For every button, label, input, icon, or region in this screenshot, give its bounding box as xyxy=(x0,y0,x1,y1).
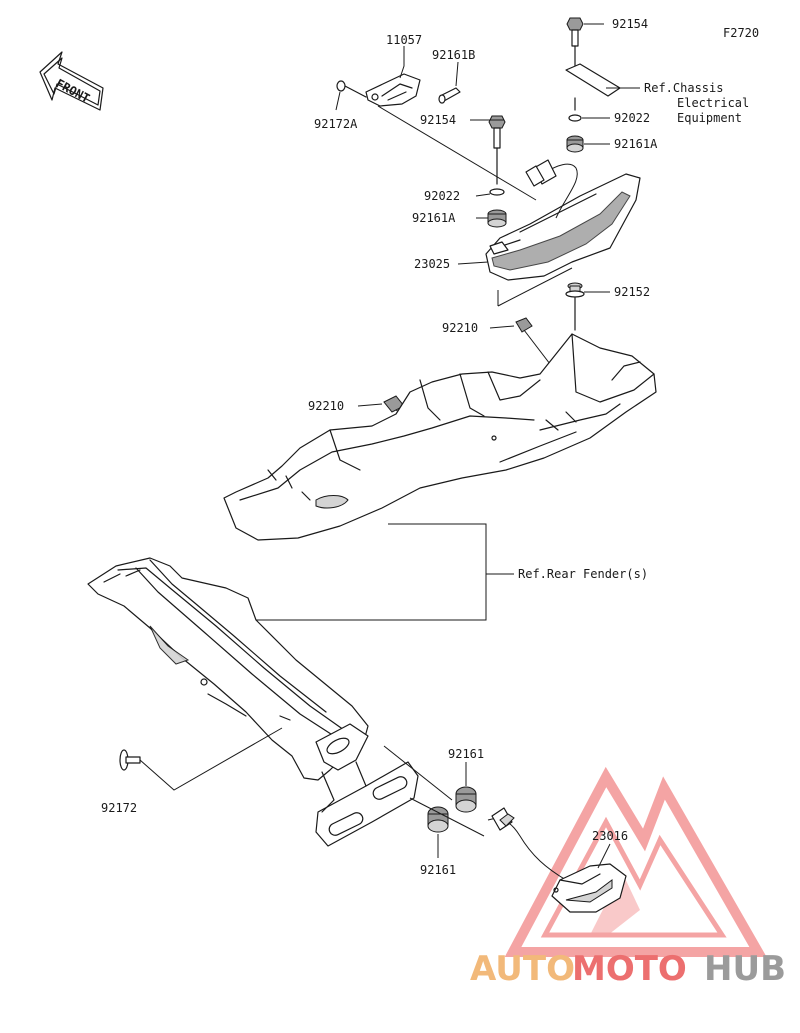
grommet-92161A-left xyxy=(487,209,507,228)
watermark-auto: AUTO xyxy=(470,949,575,989)
license-lamp-23016 xyxy=(487,807,627,913)
rear-fender xyxy=(87,557,419,847)
grommet-92161-upper xyxy=(455,786,477,813)
ref-rear-fender-bracket xyxy=(256,523,487,621)
label-92161B: 92161B xyxy=(432,48,475,62)
label-92152: 92152 xyxy=(614,285,650,299)
assembly-line-bracket xyxy=(377,105,537,201)
figure-code: F2720 xyxy=(723,26,759,40)
label-11057: 11057 xyxy=(386,33,422,47)
label-92161A-right: 92161A xyxy=(614,137,658,151)
bolt-92154-top xyxy=(566,17,584,67)
washer-92022-right xyxy=(568,114,582,122)
automotohub-triangle-logo xyxy=(504,766,767,957)
screw-92172 xyxy=(119,727,283,791)
rear-cover xyxy=(223,333,657,541)
label-92210-top: 92210 xyxy=(442,321,478,335)
label-ref-chassis-3: Equipment xyxy=(677,111,742,125)
label-92022-right: 92022 xyxy=(614,111,650,125)
front-arrow-icon: FRONT xyxy=(39,51,104,111)
strap-ref-chassis xyxy=(565,63,621,111)
watermark-moto: MOTO xyxy=(572,949,687,989)
label-92161A-left: 92161A xyxy=(412,211,456,225)
bolt-92154-mid xyxy=(488,115,506,185)
automotohub-watermark: AUTO MOTO HUB xyxy=(470,949,786,989)
grommet-92161-lower xyxy=(427,806,449,833)
label-92210-left: 92210 xyxy=(308,399,344,413)
label-ref-chassis-2: Electrical xyxy=(677,96,749,110)
grommet-92161B xyxy=(438,87,461,104)
screw-92172A xyxy=(336,80,367,98)
label-92161-upper: 92161 xyxy=(448,747,484,761)
collar-92152 xyxy=(565,282,585,331)
label-92161-lower: 92161 xyxy=(420,863,456,877)
label-ref-rear-fender: Ref.Rear Fender(s) xyxy=(518,567,648,581)
label-ref-chassis-1: Ref.Chassis xyxy=(644,81,723,95)
label-92154-top: 92154 xyxy=(612,17,648,31)
grommet-92161A-right xyxy=(566,135,584,153)
label-92022-left: 92022 xyxy=(424,189,460,203)
tail-light-23025 xyxy=(485,159,641,281)
label-92172: 92172 xyxy=(101,801,137,815)
label-92172A: 92172A xyxy=(314,117,358,131)
bracket-11057 xyxy=(365,73,421,107)
label-23016: 23016 xyxy=(592,829,628,843)
label-23025: 23025 xyxy=(414,257,450,271)
watermark-hub: HUB xyxy=(704,949,786,989)
label-92154-mid: 92154 xyxy=(420,113,456,127)
washer-92022-left xyxy=(489,188,505,196)
leader-lines xyxy=(335,23,640,869)
